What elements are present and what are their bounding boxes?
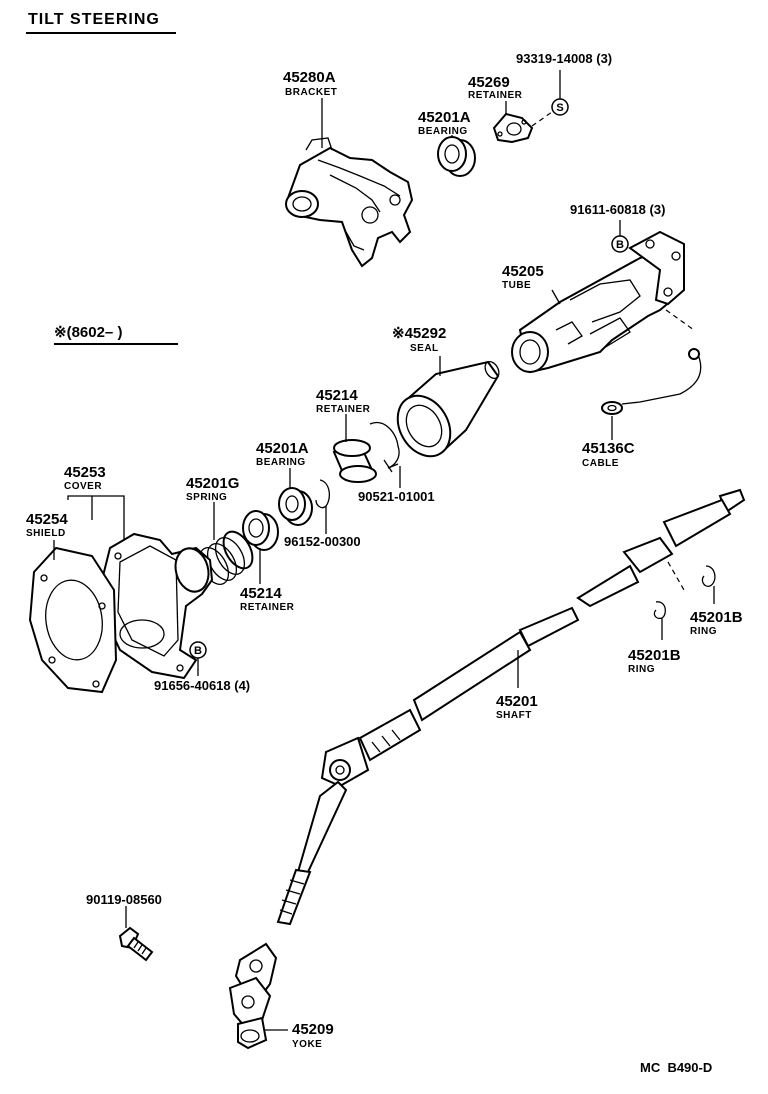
upper-bearing-number: 45201A — [418, 109, 471, 126]
low-retainer-part — [242, 510, 279, 551]
seal-part — [396, 360, 500, 458]
screw-number: 93319-14008 (3) — [516, 51, 612, 66]
spring-name: SPRING — [186, 492, 227, 503]
cover-leader — [67, 495, 125, 540]
cable-number: 45136C — [582, 440, 635, 457]
mid-retainer-number: 45214 — [316, 387, 358, 404]
cover-bolt-marker-letter: B — [194, 645, 202, 657]
screw-marker-letter: S — [556, 102, 563, 114]
snap-ring-number: 96152-00300 — [284, 534, 361, 549]
yoke-number: 45209 — [292, 1021, 334, 1038]
upper-bearing-part — [437, 136, 476, 177]
lower-bearing-part — [278, 487, 313, 526]
tube-number: 45205 — [502, 263, 544, 280]
yoke-name: YOKE — [292, 1039, 322, 1050]
range-note: ※(8602– ) — [54, 324, 122, 341]
upper-bearing-name: BEARING — [418, 126, 468, 137]
tube-part — [511, 230, 685, 374]
snap-ring-part — [315, 479, 331, 509]
tube-name: TUBE — [502, 280, 531, 291]
cover-bolt-number: 91656-40618 (4) — [154, 678, 250, 693]
right-ring-part — [701, 565, 716, 587]
left-ring-name: RING — [628, 664, 655, 675]
top-retainer-name: RETAINER — [468, 90, 523, 101]
shaft-part — [276, 488, 746, 926]
footer-code: MC B490-D — [640, 1060, 712, 1075]
top-screw-dashline — [531, 111, 553, 127]
diagram-title: TILT STEERING — [28, 11, 160, 28]
left-ring-number: 45201B — [628, 647, 681, 664]
right-ring-name: RING — [690, 626, 717, 637]
lower-bearing-name: BEARING — [256, 457, 306, 468]
clip-ends — [383, 459, 399, 473]
top-retainer-number: 45269 — [468, 74, 510, 91]
yoke-part — [228, 942, 278, 1050]
bracket-name: BRACKET — [285, 87, 337, 98]
tube-bolt-number: 91611-60818 (3) — [570, 202, 665, 217]
cover-name: COVER — [64, 481, 102, 492]
bracket-part — [285, 137, 414, 268]
cable-part — [601, 348, 702, 415]
shield-part — [28, 546, 118, 694]
low-retainer-number: 45214 — [240, 585, 282, 602]
lower-bearing-number: 45201A — [256, 440, 309, 457]
bracket-number: 45280A — [283, 69, 336, 86]
top-retainer-part — [492, 112, 534, 144]
tube-bolt-marker-letter: B — [616, 239, 624, 251]
shaft-ring-dashline — [667, 561, 685, 591]
yoke-bolt-part — [118, 926, 154, 962]
mid-retainer-part — [332, 439, 377, 483]
mid-retainer-name: RETAINER — [316, 404, 371, 415]
clip-part — [369, 421, 400, 469]
seal-name: SEAL — [410, 343, 439, 354]
low-retainer-name: RETAINER — [240, 602, 295, 613]
right-ring-number: 45201B — [690, 609, 743, 626]
tube-leader — [551, 289, 561, 305]
shield-name: SHIELD — [26, 528, 66, 539]
yoke-bolt-number: 90119-08560 — [86, 892, 162, 907]
shaft-number: 45201 — [496, 693, 538, 710]
cable-name: CABLE — [582, 458, 619, 469]
tube-cable-dashline — [665, 309, 695, 331]
spring-number: 45201G — [186, 475, 239, 492]
clip-number: 90521-01001 — [358, 489, 435, 504]
shield-number: 45254 — [26, 511, 68, 528]
cover-number: 45253 — [64, 464, 106, 481]
seal-number: ※45292 — [392, 325, 446, 342]
cover-part — [100, 532, 214, 680]
shaft-name: SHAFT — [496, 710, 532, 721]
left-ring-part — [653, 601, 667, 620]
